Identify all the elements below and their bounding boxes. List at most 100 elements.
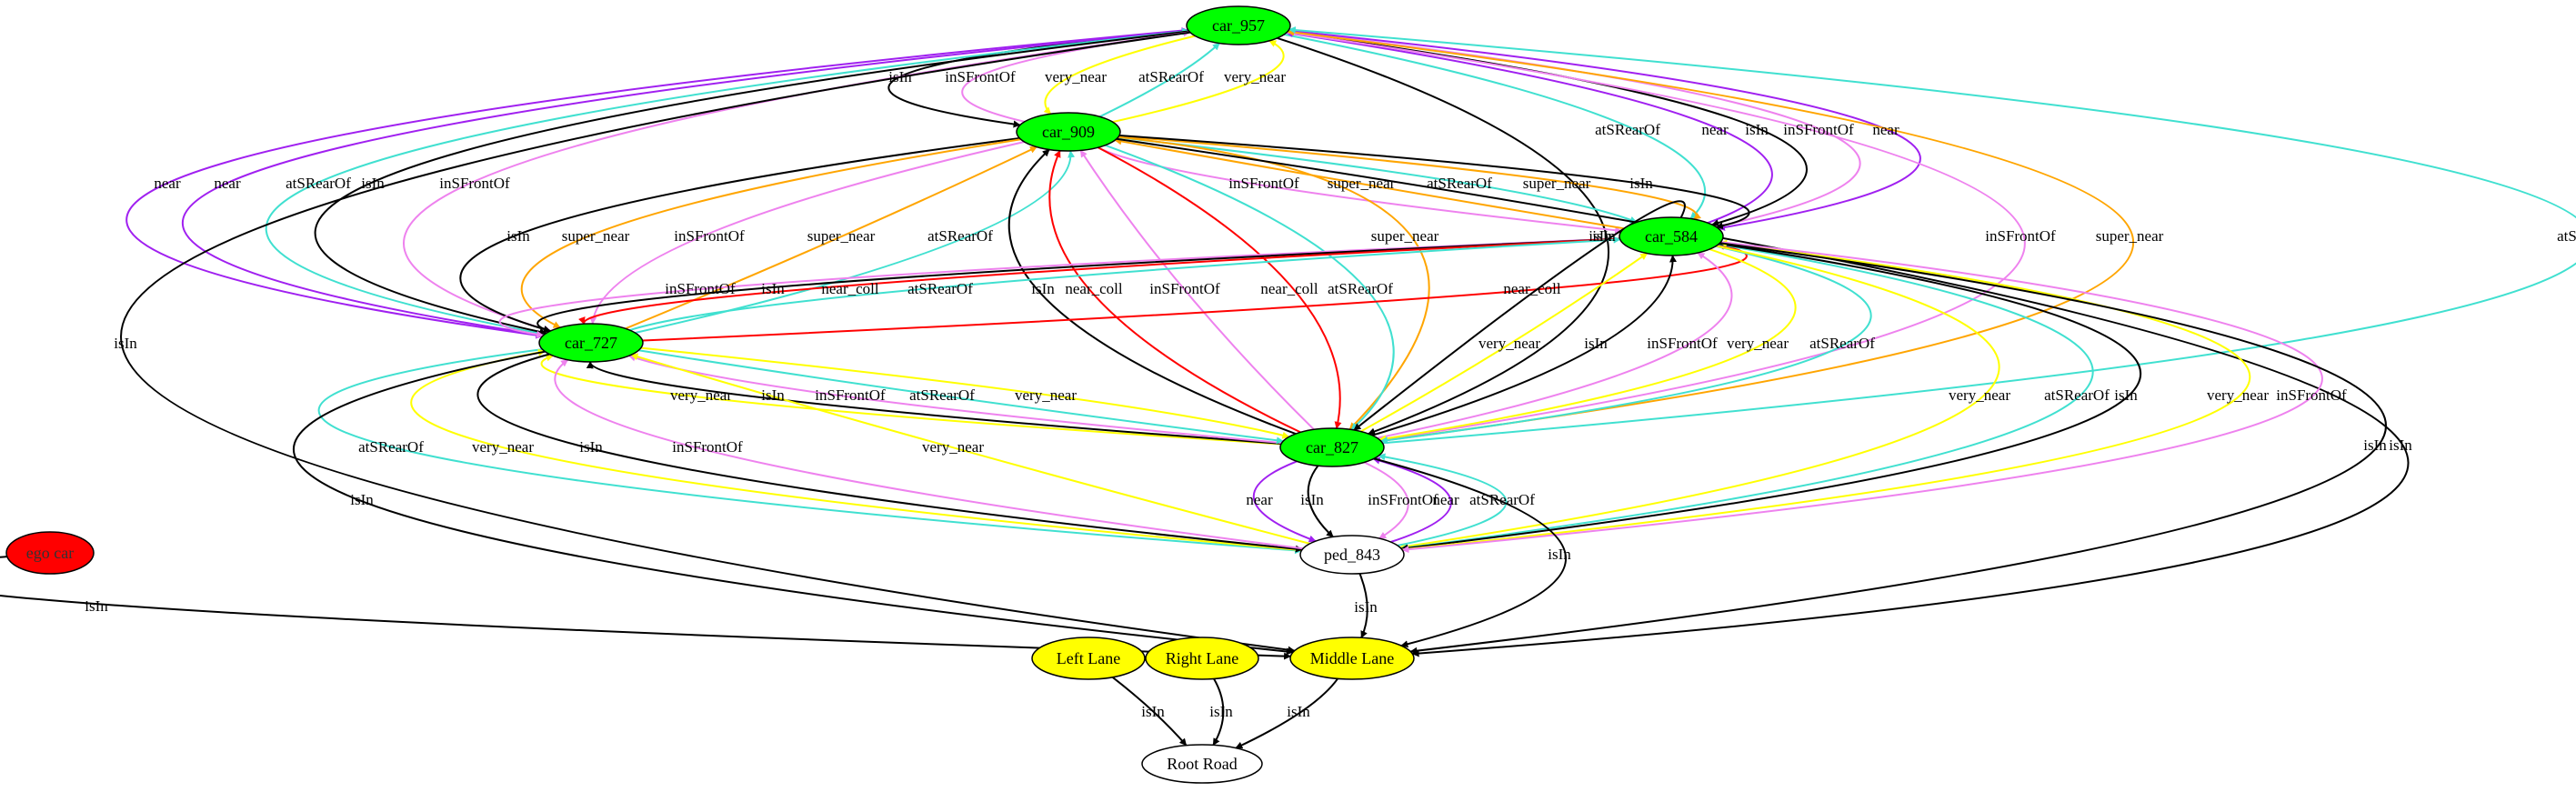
node-label-car_584: car_584	[1645, 227, 1698, 246]
edge-label-atSRearOf: atSRearOf	[907, 280, 973, 297]
edge-car_827-atSRearOf-car_957	[1288, 26, 2576, 445]
edge-label-super_near: super_near	[1328, 175, 1396, 192]
edge-label-very_near: very_near	[1015, 386, 1077, 404]
edge-car_827-isIn-ped_843	[1307, 465, 1334, 538]
node-shape-ped_843	[1299, 535, 1405, 575]
edge-car_827-inSFrontOf-car_584	[1377, 252, 1733, 439]
edge-label-inSFrontOf: inSFrontOf	[1647, 335, 1718, 352]
edge-car_827-very_near-car_727	[540, 354, 1281, 446]
edge-car_827-isIn-car_727	[586, 361, 1282, 445]
edge-label-very_near: very_near	[2207, 386, 2269, 404]
edge-label-near: near	[214, 175, 241, 192]
edge-car_827-very_near-car_584	[1360, 252, 1649, 433]
edge-ped_843-near-car_827	[1372, 456, 1452, 543]
edge-label-inSFrontOf: inSFrontOf	[665, 280, 736, 297]
edge-car_909-isIn-middle_lane	[1116, 137, 2410, 657]
edge-car_584-inSFrontOf-car_727	[498, 237, 1620, 338]
node-shape-car_827	[1279, 427, 1385, 467]
node-label-left_lane: Left Lane	[1057, 649, 1120, 667]
edge-label-isIn: isIn	[579, 438, 603, 456]
edge-label-atSRearOf: atSRearOf	[1328, 280, 1393, 297]
edge-ped_843-isIn-middle_lane	[1358, 573, 1368, 639]
edge-car_727-atSRearOf-car_827	[638, 349, 1284, 445]
edge-ped_843-very_near-car_584	[1401, 239, 2251, 551]
edge-car_584-inSFrontOf-ped_843	[1401, 241, 2323, 554]
edge-car_957-isIn-middle_lane	[120, 31, 1296, 654]
edge-car_584-near_coll-car_727	[578, 237, 1620, 325]
node-shape-middle_lane	[1289, 637, 1415, 680]
edge-label-inSFrontOf: inSFrontOf	[1228, 175, 1299, 192]
edge-car_584-atSRearOf-car_827	[1380, 245, 1872, 445]
node-ego_car: ego car	[5, 531, 95, 575]
node-car_909: car_909	[1016, 112, 1121, 152]
edge-label-isIn: isIn	[1745, 121, 1769, 138]
node-label-car_909: car_909	[1042, 123, 1095, 141]
edge-car_584-very_near-ped_843	[1398, 245, 2000, 550]
node-car_584: car_584	[1619, 216, 1724, 256]
node-label-car_957: car_957	[1212, 16, 1265, 35]
edge-ped_843-very_near-car_727	[630, 353, 1310, 545]
edge-car_909-inSFrontOf-car_584	[1098, 146, 1623, 235]
nodes-layer: car_957 car_909 car_584 car_727 car_827 ped_8…	[5, 5, 1724, 784]
edge-middle_lane-isIn-root_road	[1235, 677, 1338, 749]
node-ped_843: ped_843	[1299, 535, 1405, 575]
edge-label-isIn: isIn	[1300, 491, 1324, 508]
edge-label-very_near: very_near	[1478, 335, 1540, 352]
edge-car_827-inSFrontOf-car_909	[1079, 149, 1315, 431]
edge-label-inSFrontOf: inSFrontOf	[815, 386, 886, 404]
edge-label-isIn: isIn	[2363, 436, 2387, 454]
node-label-car_827: car_827	[1306, 438, 1358, 456]
edge-label-isIn: isIn	[1584, 335, 1608, 352]
edge-left_lane-isIn-root_road	[1111, 677, 1188, 747]
edge-car_727-near-car_957	[182, 27, 1189, 336]
edge-label-atSRearOf: atSRearOf	[1427, 175, 1492, 192]
edge-label-super_near: super_near	[807, 227, 876, 245]
node-car_957: car_957	[1186, 5, 1291, 45]
edge-car_727-very_near-car_827	[640, 346, 1290, 439]
node-middle_lane: Middle Lane	[1289, 637, 1415, 680]
node-label-car_727: car_727	[565, 334, 617, 352]
edge-car_957-inSFrontOf-car_827	[1286, 31, 2026, 443]
node-label-ego_car: ego car	[26, 544, 74, 562]
edge-label-near_coll: near_coll	[1260, 280, 1318, 297]
edge-car_827-super_near-car_957	[1287, 28, 2135, 442]
edge-label-isIn: isIn	[2389, 436, 2412, 454]
edge-label-isIn: isIn	[114, 335, 137, 352]
node-car_727: car_727	[538, 323, 644, 363]
node-root_road: Root Road	[1141, 744, 1263, 784]
edge-car_827-inSFrontOf-ped_843	[1363, 461, 1409, 539]
edge-label-near: near	[1701, 121, 1729, 138]
node-shape-left_lane	[1031, 637, 1146, 680]
edge-label-isIn: isIn	[1592, 227, 1616, 245]
edge-label-atSRearOf: atSRearOf	[1469, 491, 1535, 508]
node-shape-right_lane	[1145, 637, 1259, 680]
edge-label-super_near: super_near	[1523, 175, 1591, 192]
edge-car_584-super_near-car_909	[1114, 137, 1625, 230]
edge-car_584-inSFrontOf-car_957	[1287, 28, 1861, 228]
edge-label-isIn: isIn	[85, 597, 108, 615]
edge-car_727-atSRearOf-car_584	[629, 236, 1621, 332]
edge-label-inSFrontOf: inSFrontOf	[1783, 121, 1854, 138]
edge-car_909-near_coll-car_827	[1098, 146, 1342, 429]
node-label-right_lane: Right Lane	[1166, 649, 1238, 667]
node-label-middle_lane: Middle Lane	[1310, 649, 1394, 667]
edge-label-atSRearOf: atSRearOf	[2557, 227, 2576, 245]
edge-label-atSRearOf: atSRearOf	[1138, 68, 1204, 85]
edge-label-inSFrontOf: inSFrontOf	[1985, 227, 2056, 245]
edge-car_909-very_near-car_957	[1112, 40, 1285, 124]
node-shape-ego_car	[5, 531, 95, 575]
edge-car_957-isIn-car_827	[1277, 36, 1609, 436]
edge-label-isIn: isIn	[1354, 598, 1378, 616]
edge-label-isIn: isIn	[361, 175, 385, 192]
edge-ped_843-very_near-car_727	[410, 348, 1302, 552]
edge-label-near_coll: near_coll	[821, 280, 879, 297]
edge-car_827-isIn-car_909	[1007, 148, 1297, 436]
edge-label-very_near: very_near	[670, 386, 732, 404]
edge-label-isIn: isIn	[1031, 280, 1055, 297]
node-shape-car_584	[1619, 216, 1724, 256]
edge-car_909-atSRearOf-car_584	[1118, 136, 1638, 224]
edge-label-very_near: very_near	[922, 438, 984, 456]
edge-label-very_near: very_near	[1045, 68, 1107, 85]
edge-ped_843-atSRearOf-car_827	[1378, 453, 1508, 546]
